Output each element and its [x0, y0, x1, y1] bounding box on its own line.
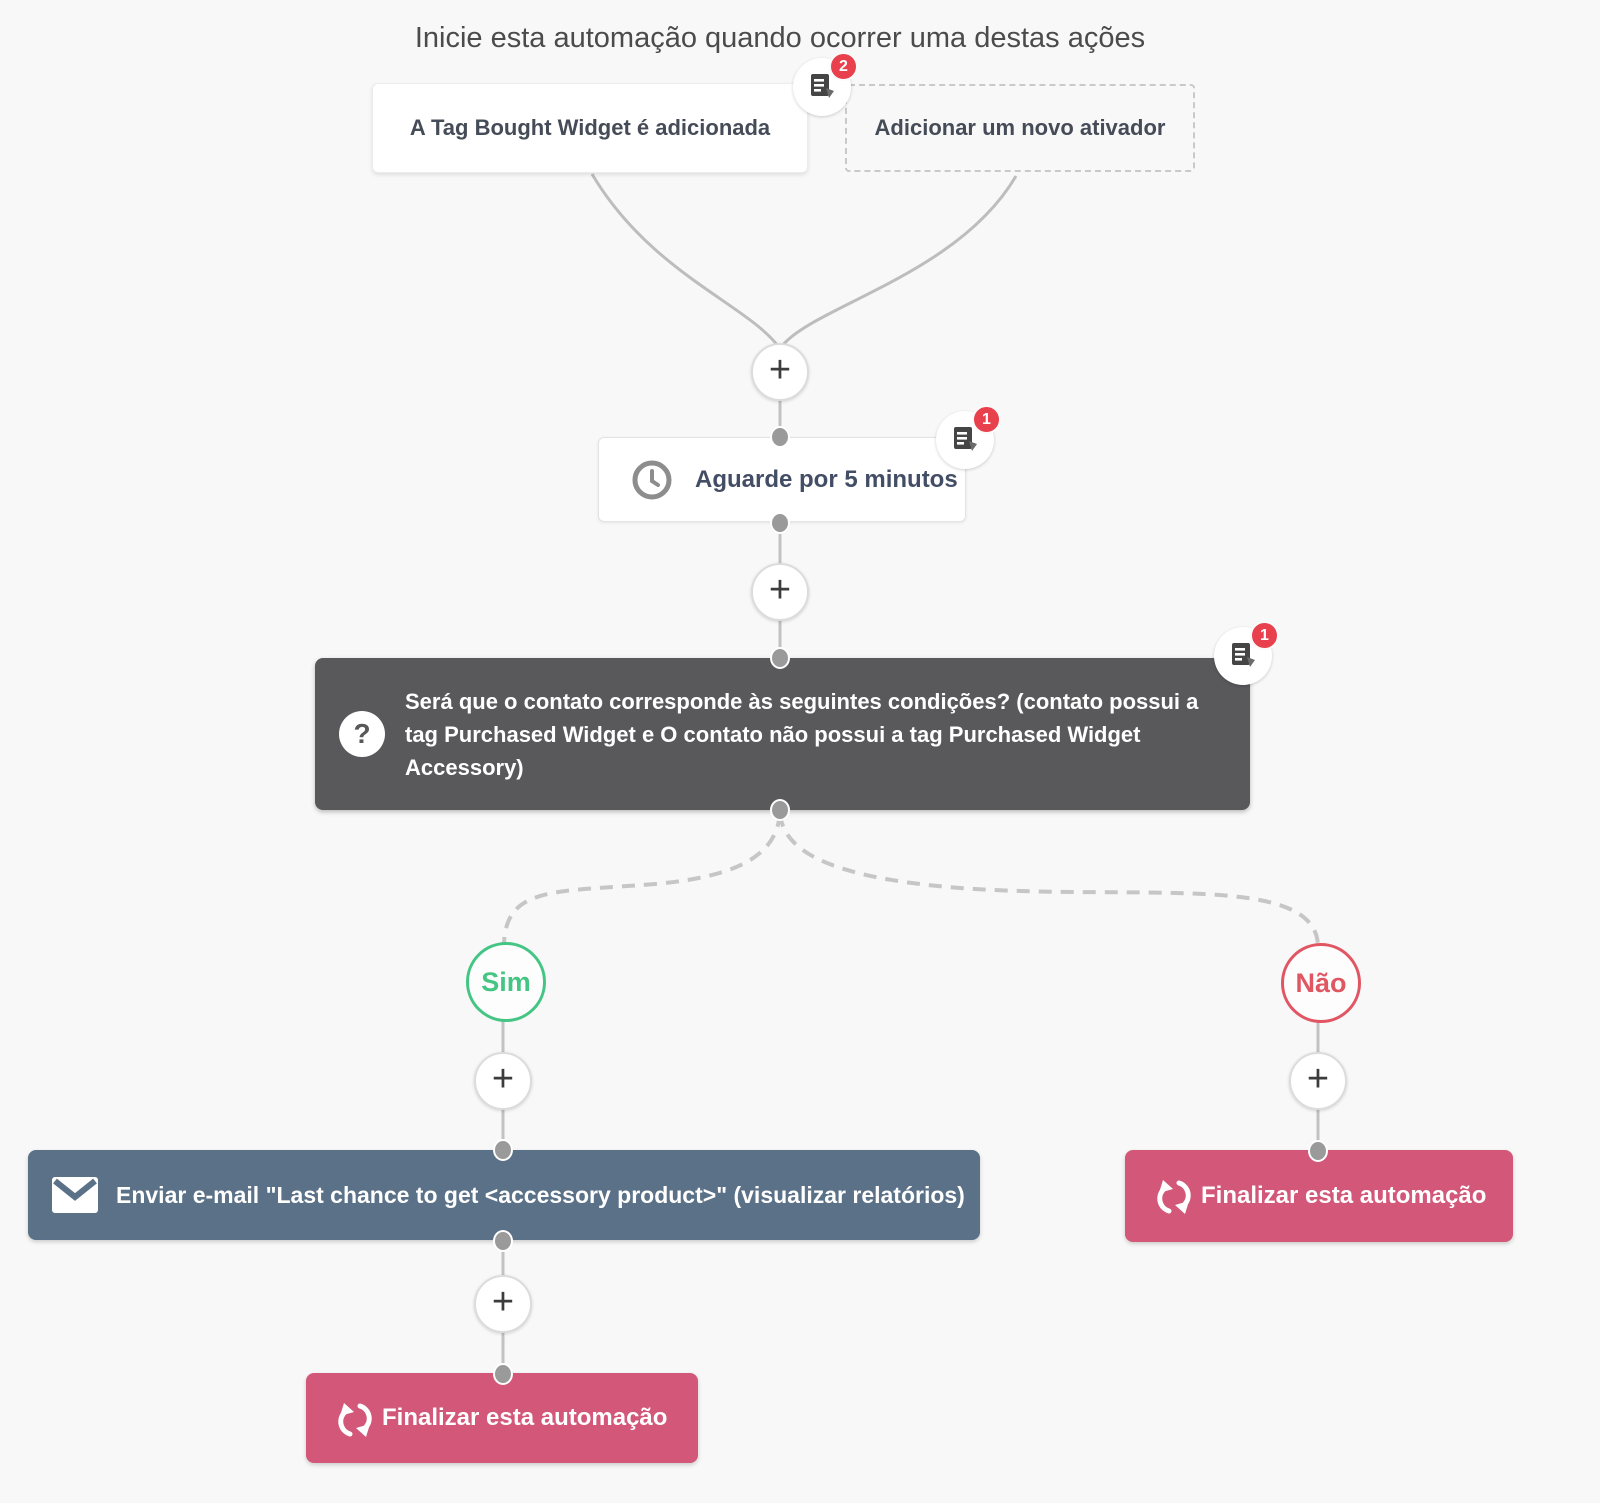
wait-node[interactable]: Aguarde por 5 minutos — [598, 437, 966, 522]
condition-notes-badge[interactable]: 1 — [1214, 621, 1279, 685]
end-automation-node-yes[interactable]: Finalizar esta automação — [306, 1373, 698, 1463]
add-node-button-yes-branch[interactable]: + — [474, 1052, 532, 1110]
add-node-button-top[interactable]: + — [751, 343, 809, 401]
plus-icon: + — [491, 1281, 515, 1323]
refresh-icon — [336, 1403, 374, 1442]
wait-node-label: Aguarde por 5 minutos — [695, 465, 958, 493]
envelope-icon — [52, 1177, 98, 1218]
plus-icon: + — [768, 349, 792, 391]
question-icon: ? — [339, 711, 385, 757]
trigger-notes-badge[interactable]: 2 — [793, 52, 858, 116]
add-node-button-no-branch[interactable]: + — [1289, 1052, 1347, 1110]
clock-icon — [631, 459, 673, 501]
connector-dot — [493, 1363, 513, 1385]
branch-no-circle: Não — [1281, 943, 1361, 1023]
connector-dot — [493, 1230, 513, 1252]
connector-dot — [770, 426, 790, 448]
connector-dot — [770, 647, 790, 669]
add-new-trigger-label: Adicionar um novo ativador — [874, 115, 1166, 140]
branch-yes-label: Sim — [481, 966, 531, 997]
condition-node-label: Será que o contato corresponde às seguin… — [405, 688, 1199, 780]
end-automation-label-no: Finalizar esta automação — [1201, 1182, 1487, 1209]
trigger-tag-added-label: A Tag Bought Widget é adicionada — [409, 115, 771, 140]
trigger-tag-added-node[interactable]: A Tag Bought Widget é adicionada — [372, 83, 808, 173]
add-node-button-after-email[interactable]: + — [474, 1275, 532, 1333]
plus-icon: + — [1306, 1058, 1330, 1100]
refresh-icon — [1155, 1180, 1193, 1219]
add-new-trigger-button[interactable]: Adicionar um novo ativador — [845, 84, 1195, 172]
connector-dot — [493, 1139, 513, 1161]
send-email-node[interactable]: Enviar e-mail "Last chance to get <acces… — [28, 1150, 980, 1240]
send-email-label: Enviar e-mail "Last chance to get <acces… — [116, 1181, 965, 1208]
plus-icon: + — [491, 1058, 515, 1100]
wait-notes-count: 1 — [972, 405, 1001, 434]
wait-notes-badge[interactable]: 1 — [936, 405, 1001, 469]
note-icon — [952, 424, 978, 457]
condition-notes-count: 1 — [1250, 621, 1279, 650]
canvas-title: Inicie esta automação quando ocorrer uma… — [414, 22, 1146, 54]
plus-icon: + — [768, 569, 792, 611]
note-icon — [1230, 640, 1256, 673]
branch-yes-circle: Sim — [466, 942, 546, 1022]
connector-dot — [770, 512, 790, 534]
add-node-button-after-wait[interactable]: + — [751, 563, 809, 621]
branch-no-label: Não — [1295, 967, 1347, 998]
connector-dot — [1308, 1140, 1328, 1162]
note-icon — [809, 71, 835, 104]
trigger-notes-count: 2 — [829, 52, 858, 81]
connector-dot — [770, 799, 790, 821]
condition-node[interactable]: ? Será que o contato corresponde às segu… — [315, 658, 1250, 810]
end-automation-label-yes: Finalizar esta automação — [382, 1404, 668, 1431]
end-automation-node-no[interactable]: Finalizar esta automação — [1125, 1150, 1513, 1242]
